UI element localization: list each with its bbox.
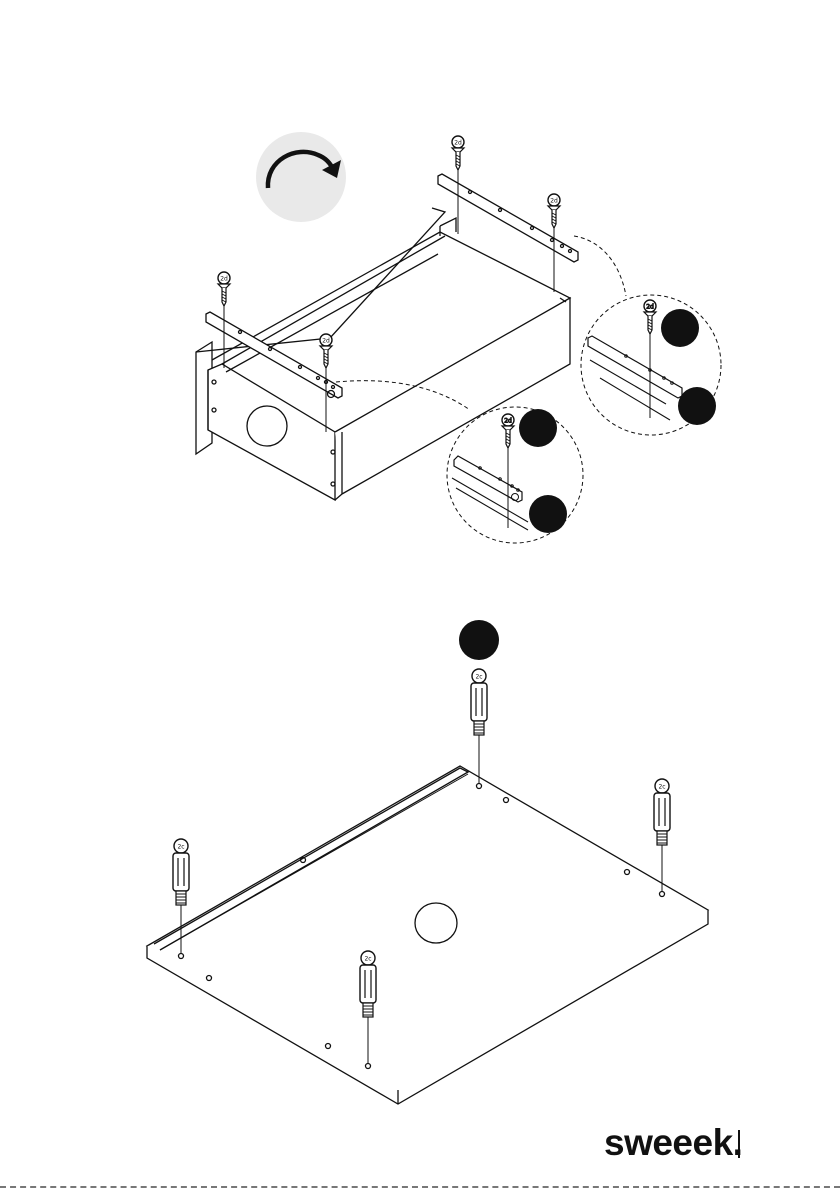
detail-zoom-front [447, 407, 583, 543]
step-callout-circle [459, 620, 499, 660]
step-callout-circle [519, 409, 557, 447]
screw-2d [548, 194, 560, 228]
step-callout-circle [529, 495, 567, 533]
page-cut-line [0, 1186, 840, 1188]
dowel-2c [471, 669, 487, 735]
rotate-clockwise-icon [256, 132, 346, 222]
screw-2d [320, 334, 332, 368]
brand-logo: sweeek. [604, 1122, 742, 1164]
step-callout-circle [678, 387, 716, 425]
screw-2d [218, 272, 230, 306]
screw-2d [452, 136, 464, 170]
detail-zoom-back [581, 295, 721, 435]
step-callout-circle [661, 309, 699, 347]
brand-divider [738, 1130, 740, 1158]
dowel-2c [654, 779, 670, 845]
dowel-2c [173, 839, 189, 905]
step-2-panel-diagram [147, 620, 708, 1104]
